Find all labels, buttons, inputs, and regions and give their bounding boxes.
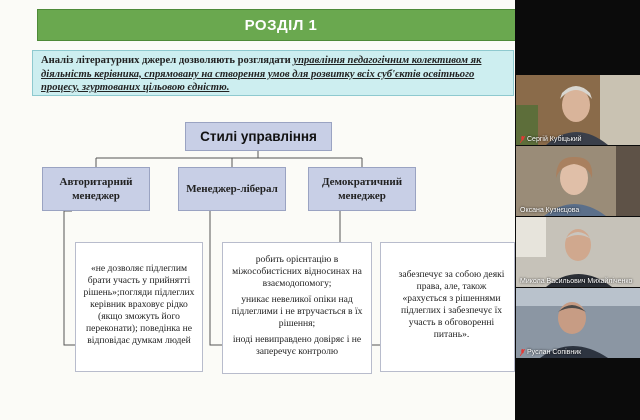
- intro-text-box: Аналіз літературних джерел дозволяють ро…: [32, 50, 514, 96]
- liberal-point-3: іноді невиправдено довіряє і не заперечу…: [232, 334, 362, 357]
- management-styles-heading: Стилі управління: [185, 122, 332, 151]
- authoritarian-description: «не дозволяє підлеглим брати участь у пр…: [75, 242, 203, 372]
- authoritarian-text: «не дозволяє підлеглим брати участь у пр…: [83, 263, 195, 346]
- participant-name: Оксана Кузнєцова: [520, 207, 580, 214]
- intro-text: Аналіз літературних джерел дозволяють ро…: [41, 55, 291, 66]
- participant-tile[interactable]: Оксана Кузнєцова: [516, 146, 640, 216]
- liberal-description: робить орієнтацію в міжособистісних відн…: [222, 242, 372, 374]
- slide-title: РОЗДІЛ 1: [37, 9, 515, 41]
- presentation-slide: РОЗДІЛ 1 Аналіз літературних джерел дозв…: [0, 0, 515, 420]
- participant-tile[interactable]: Сергій Кубіцький: [516, 75, 640, 145]
- liberal-manager-box: Менеджер-ліберал: [178, 167, 286, 211]
- democratic-description: забезпечує за собою деякі права, але, та…: [380, 242, 515, 372]
- video-feed: [516, 217, 640, 287]
- liberal-point-2: уникає невеликої опіки над підлеглими і …: [231, 294, 363, 329]
- participant-tile[interactable]: Микола Васильович Михайліченко: [516, 217, 640, 287]
- authoritarian-manager-box: Авторитарний менеджер: [42, 167, 150, 211]
- participant-name: Микола Васильович Михайліченко: [520, 278, 633, 285]
- participant-name-label: Микола Васильович Михайліченко: [520, 278, 632, 285]
- participant-name-label: Сергій Кубіцький: [520, 136, 582, 143]
- participant-name: Сергій Кубіцький: [527, 136, 582, 143]
- video-feed: [516, 288, 640, 358]
- video-feed: [516, 146, 640, 216]
- participant-name-label: Руслан Сопівник: [520, 349, 581, 356]
- video-feed: [516, 75, 640, 145]
- mic-muted-icon: [520, 349, 525, 356]
- democratic-text: забезпечує за собою деякі права, але, та…: [398, 269, 505, 340]
- liberal-point-1: робить орієнтацію в міжособистісних відн…: [232, 254, 362, 289]
- mic-muted-icon: [520, 136, 525, 143]
- participant-name: Руслан Сопівник: [527, 349, 582, 356]
- democratic-manager-box: Демократичний менеджер: [308, 167, 416, 211]
- participant-name-label: Оксана Кузнєцова: [520, 207, 579, 214]
- participant-tile[interactable]: Руслан Сопівник: [516, 288, 640, 358]
- intro-emphasis: управління педагогічним колективом як ді…: [41, 55, 482, 93]
